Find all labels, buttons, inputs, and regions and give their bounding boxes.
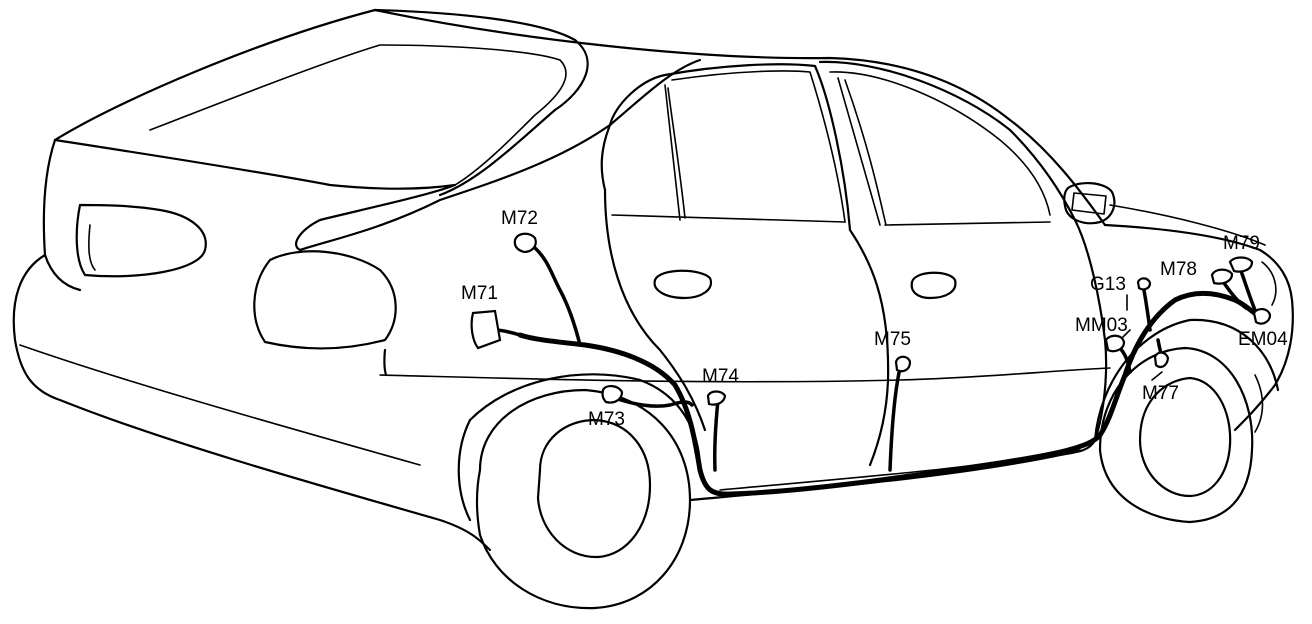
main-harness-trunk	[697, 290, 1265, 497]
label-em04: EM04	[1238, 329, 1288, 350]
label-g13: G13	[1090, 274, 1126, 295]
connector-g13	[1136, 277, 1152, 291]
connector-m74	[706, 390, 727, 406]
car-body	[12, 8, 1294, 610]
label-m72: M72	[501, 208, 538, 229]
connectors	[470, 232, 1272, 406]
connector-m72	[513, 232, 537, 254]
connector-m79	[1228, 256, 1254, 273]
label-m77: M77	[1142, 383, 1179, 404]
label-m75: M75	[874, 329, 911, 350]
connector-m78	[1210, 268, 1234, 285]
connector-em04	[1252, 308, 1272, 325]
leader-lines	[1121, 294, 1163, 381]
connector-m77	[1153, 351, 1170, 369]
rear-harness	[517, 332, 703, 473]
label-m78: M78	[1160, 259, 1197, 280]
label-m71: M71	[461, 283, 498, 304]
connector-m73	[601, 385, 624, 404]
connector-m71	[470, 309, 502, 350]
label-m73: M73	[588, 409, 625, 430]
label-m79: M79	[1223, 233, 1260, 254]
component-labels: M72 M71 M73 M74 M75 G13 MM03 M77 M78 M79…	[461, 208, 1288, 430]
label-mm03: MM03	[1075, 315, 1128, 336]
connector-m75	[894, 355, 912, 373]
connector-mm03	[1104, 334, 1126, 353]
label-m74: M74	[702, 366, 739, 387]
